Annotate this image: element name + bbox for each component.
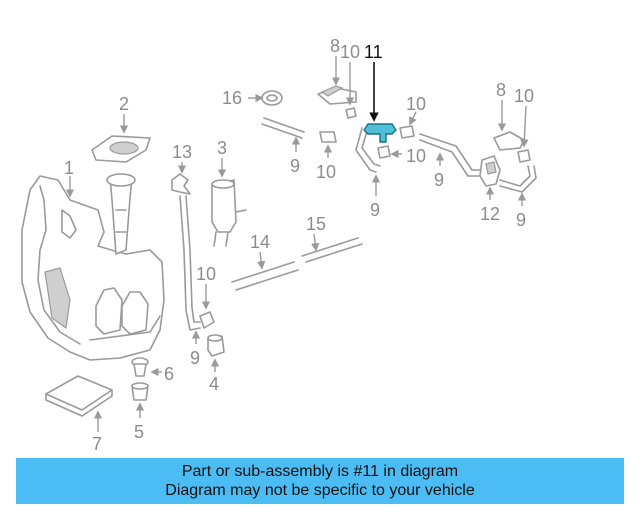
callout-8-right: 8 [496,80,506,100]
banner-line-2: Diagram may not be specific to your vehi… [165,482,475,499]
banner-line-1: Part or sub-assembly is #11 in diagram [181,463,459,480]
info-banner: Part or sub-assembly is #11 in diagram D… [16,458,624,504]
callout-1: 1 [64,158,74,178]
callout-12: 12 [480,204,500,224]
nozzle-left [317,56,357,119]
callout-7: 7 [92,434,102,452]
grommet [207,334,225,372]
callout-10-far-right: 10 [514,86,534,106]
callout-10-left: 10 [196,264,216,284]
callout-10-top: 10 [340,42,360,62]
washer-pump [211,158,247,247]
callout-8-left: 8 [330,36,340,56]
callout-16: 16 [222,88,242,108]
callout-10-middle: 10 [406,146,426,166]
clip-and-hose-left [171,162,215,344]
callout-10-right: 10 [406,94,426,114]
upper-left-lines [248,90,337,158]
callout-9-middle: 9 [370,200,380,220]
callout-9-upper: 9 [290,156,300,176]
callout-labels: 1 2 3 4 5 6 7 8 8 9 9 9 9 9 10 10 10 10 … [64,36,534,452]
filter-pad [45,375,113,432]
part-11-connector [363,62,397,143]
right-lines [399,100,537,206]
callout-3: 3 [217,138,227,158]
hose-middle [355,127,402,196]
callout-13: 13 [172,142,192,162]
reservoir-cap [91,114,151,163]
callout-10-upper-left: 10 [316,162,336,182]
tubes [231,233,363,291]
callout-9-left: 9 [190,348,200,368]
callout-9-far-right: 9 [516,210,526,230]
parts-diagram: 1 2 3 4 5 6 7 8 8 9 9 9 9 9 10 10 10 10 … [21,36,537,452]
grommet-small [131,357,162,377]
callout-11: 11 [364,42,383,62]
callout-6: 6 [164,364,174,384]
callout-2: 2 [119,94,129,114]
callout-9-right: 9 [434,170,444,190]
reservoir-tank [21,173,165,361]
seal [131,382,149,418]
callout-14: 14 [250,232,270,252]
callout-5: 5 [134,422,144,442]
callout-4: 4 [209,374,219,394]
callout-15: 15 [306,214,326,234]
